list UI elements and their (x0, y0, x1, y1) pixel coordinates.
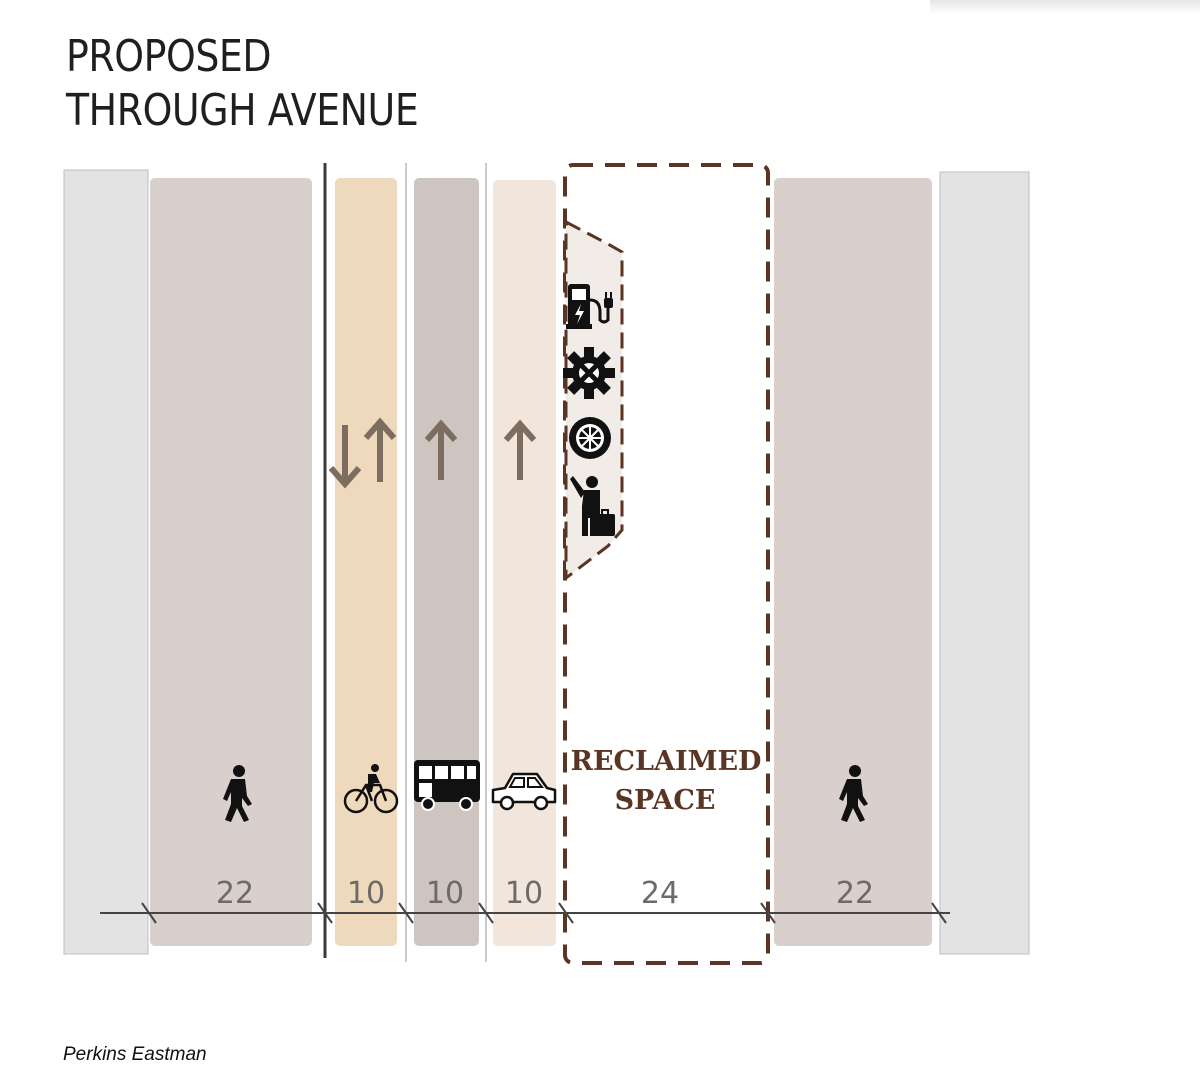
bus-lane (414, 178, 479, 946)
pedestrian-icon (223, 765, 252, 822)
pedestrian-icon (839, 765, 868, 822)
ev-charging-icon (566, 284, 613, 329)
image-credit: Perkins Eastman (63, 1044, 207, 1065)
tire-icon (569, 417, 611, 459)
bus-lane-up-arrow-icon (424, 419, 458, 480)
bicycle-icon (343, 764, 399, 814)
left-sidewalk (150, 178, 312, 946)
dimension-left-sidewalk: 22 (216, 876, 254, 911)
reclaimed-label-line-1: RECLAIMED (571, 746, 762, 777)
bike-lane (335, 178, 397, 946)
repair-gear-icon (563, 347, 615, 399)
up-arrow-icon (363, 417, 397, 482)
car-lane (493, 180, 556, 946)
title-line-1: PROPOSED (66, 31, 272, 82)
left-building (63, 169, 149, 955)
dimension-bike-lane: 10 (347, 876, 385, 911)
bus-icon (414, 760, 480, 811)
page-title: PROPOSED THROUGH AVENUE (66, 30, 419, 138)
top-shadow (930, 0, 1200, 14)
title-line-2: THROUGH AVENUE (66, 85, 419, 136)
right-sidewalk (774, 178, 932, 946)
right-building (939, 171, 1030, 955)
dimension-car-lane: 10 (505, 876, 543, 911)
dimension-bus-lane: 10 (426, 876, 464, 911)
car-icon (491, 772, 557, 811)
bike-two-way-arrows (328, 417, 397, 489)
car-lane-up-arrow-icon (503, 419, 537, 480)
down-arrow-icon (328, 425, 362, 489)
dimension-right-sidewalk: 22 (836, 876, 874, 911)
hailing-passenger-icon (570, 476, 615, 536)
reclaimed-label-line-2: SPACE (615, 785, 716, 816)
dimension-reclaimed-space: 24 (641, 876, 679, 911)
dimension-line (100, 902, 950, 924)
